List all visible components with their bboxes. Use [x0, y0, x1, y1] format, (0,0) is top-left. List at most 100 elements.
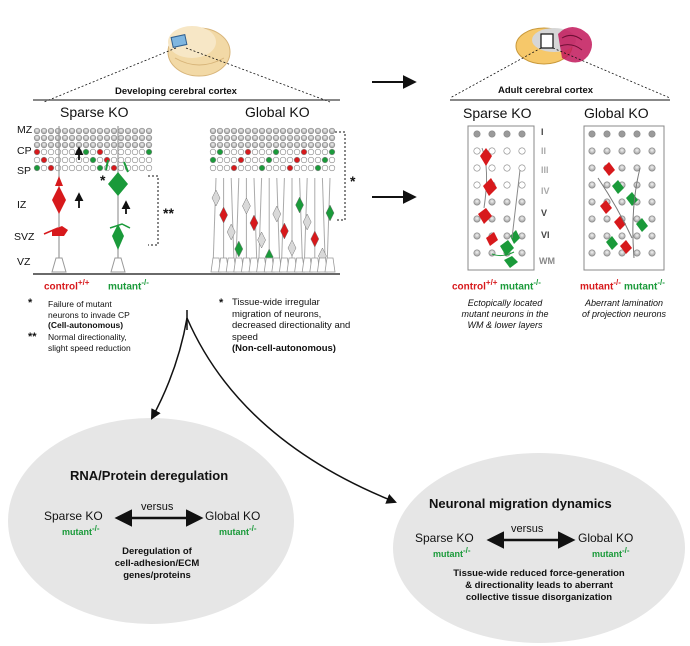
cell-dot — [230, 134, 238, 142]
cell-dot — [61, 141, 69, 149]
cell-dot — [603, 249, 611, 257]
cell-dot — [82, 164, 90, 172]
cell-dot — [286, 164, 294, 172]
cell-dot — [633, 164, 641, 172]
cell-dot — [33, 164, 41, 172]
cell-dot — [648, 198, 656, 206]
cell-dot — [138, 148, 146, 156]
arrow-to-migration-box — [186, 317, 397, 504]
cell-dot — [328, 141, 336, 149]
migrating-neuron — [234, 240, 244, 258]
cell-dot — [110, 164, 118, 172]
global-note-text: Tissue-wide irregular migration of neuro… — [232, 297, 351, 354]
sparse-mutant-neuron — [105, 126, 131, 273]
cell-dot — [258, 164, 266, 172]
cell-dot — [82, 156, 90, 164]
migrating-neuron — [242, 197, 251, 215]
cell-dot — [473, 198, 481, 206]
cell-dot — [61, 156, 69, 164]
cell-dot — [321, 141, 329, 149]
cell-dot — [75, 127, 83, 135]
cell-dot — [89, 141, 97, 149]
cell-dot — [300, 164, 308, 172]
cell-dot — [307, 148, 315, 156]
zone-label-mz: MZ — [17, 124, 33, 136]
cell-dot — [518, 164, 526, 172]
cell-dot — [216, 134, 224, 142]
cell-dot — [293, 134, 301, 142]
migration-right-sub: mutant-/- — [592, 546, 630, 559]
cell-dot — [54, 127, 62, 135]
cell-dot — [89, 164, 97, 172]
global-note-mark: * — [219, 297, 224, 309]
cell-dot — [96, 156, 104, 164]
cell-dot — [223, 141, 231, 149]
cell-dot — [603, 232, 611, 240]
cell-dot — [279, 141, 287, 149]
sparse-note-2: ** — [28, 331, 37, 343]
cell-dot — [145, 134, 153, 142]
zone-label-cp: CP — [17, 145, 32, 157]
cell-dot — [286, 127, 294, 135]
cell-dot — [110, 156, 118, 164]
cell-dot — [279, 148, 287, 156]
cell-dot — [503, 164, 511, 172]
adult-global-mutant-red-label: mutant-/- — [580, 278, 621, 293]
cell-dot — [293, 141, 301, 149]
cell-dot — [633, 215, 641, 223]
cell-dot — [473, 232, 481, 240]
adult-global-title: Global KO — [584, 105, 649, 121]
cell-dot — [272, 164, 280, 172]
cell-dot — [618, 249, 626, 257]
cell-dot — [230, 156, 238, 164]
cell-dot — [300, 148, 308, 156]
cell-dot — [293, 148, 301, 156]
rna-box-title: RNA/Protein deregulation — [70, 468, 229, 483]
cell-dot — [518, 215, 526, 223]
cell-dot — [518, 198, 526, 206]
layer-label-iv: IV — [541, 186, 550, 196]
cell-dot — [61, 148, 69, 156]
cell-dot — [603, 215, 611, 223]
zone-label-sp: SP — [17, 165, 32, 177]
radial-glia-fiber — [258, 177, 263, 269]
cell-dot — [89, 148, 97, 156]
cell-dot — [216, 127, 224, 135]
cell-dot — [61, 164, 69, 172]
cell-dot — [314, 141, 322, 149]
cell-dot — [588, 130, 596, 138]
adult-sparse-neurons — [478, 147, 521, 268]
layer-label-vi: VI — [541, 230, 550, 240]
cell-dot — [237, 127, 245, 135]
cell-dot — [488, 198, 496, 206]
cell-dot — [89, 156, 97, 164]
cell-dot — [648, 249, 656, 257]
layer-label-iii: III — [541, 165, 549, 175]
cell-dot — [33, 141, 41, 149]
cell-dot — [216, 148, 224, 156]
cell-dot — [89, 127, 97, 135]
sparse-control-label: control+/+ — [44, 278, 90, 293]
zone-label-svz: SVZ — [14, 231, 35, 243]
cell-dot — [33, 127, 41, 135]
cell-dot — [237, 164, 245, 172]
sparse-note-1: * — [28, 297, 33, 309]
cell-dot — [209, 134, 217, 142]
adult-sparse-title: Sparse KO — [463, 105, 532, 121]
cell-dot — [503, 215, 511, 223]
sparse-star: * — [100, 172, 106, 188]
cell-dot — [138, 141, 146, 149]
migrating-neuron — [257, 231, 266, 249]
cell-dot — [473, 249, 481, 257]
cell-dot — [588, 147, 596, 155]
cell-dot — [68, 127, 76, 135]
cell-dot — [117, 148, 125, 156]
radial-glia-fiber — [299, 177, 304, 269]
cell-dot — [588, 232, 596, 240]
cell-dot — [47, 164, 55, 172]
cell-dot — [124, 127, 132, 135]
cell-dot — [321, 134, 329, 142]
adult-cortex-caption: Adult cerebral cortex — [498, 85, 594, 96]
cell-dot — [648, 232, 656, 240]
radial-glia-fiber — [276, 177, 281, 269]
